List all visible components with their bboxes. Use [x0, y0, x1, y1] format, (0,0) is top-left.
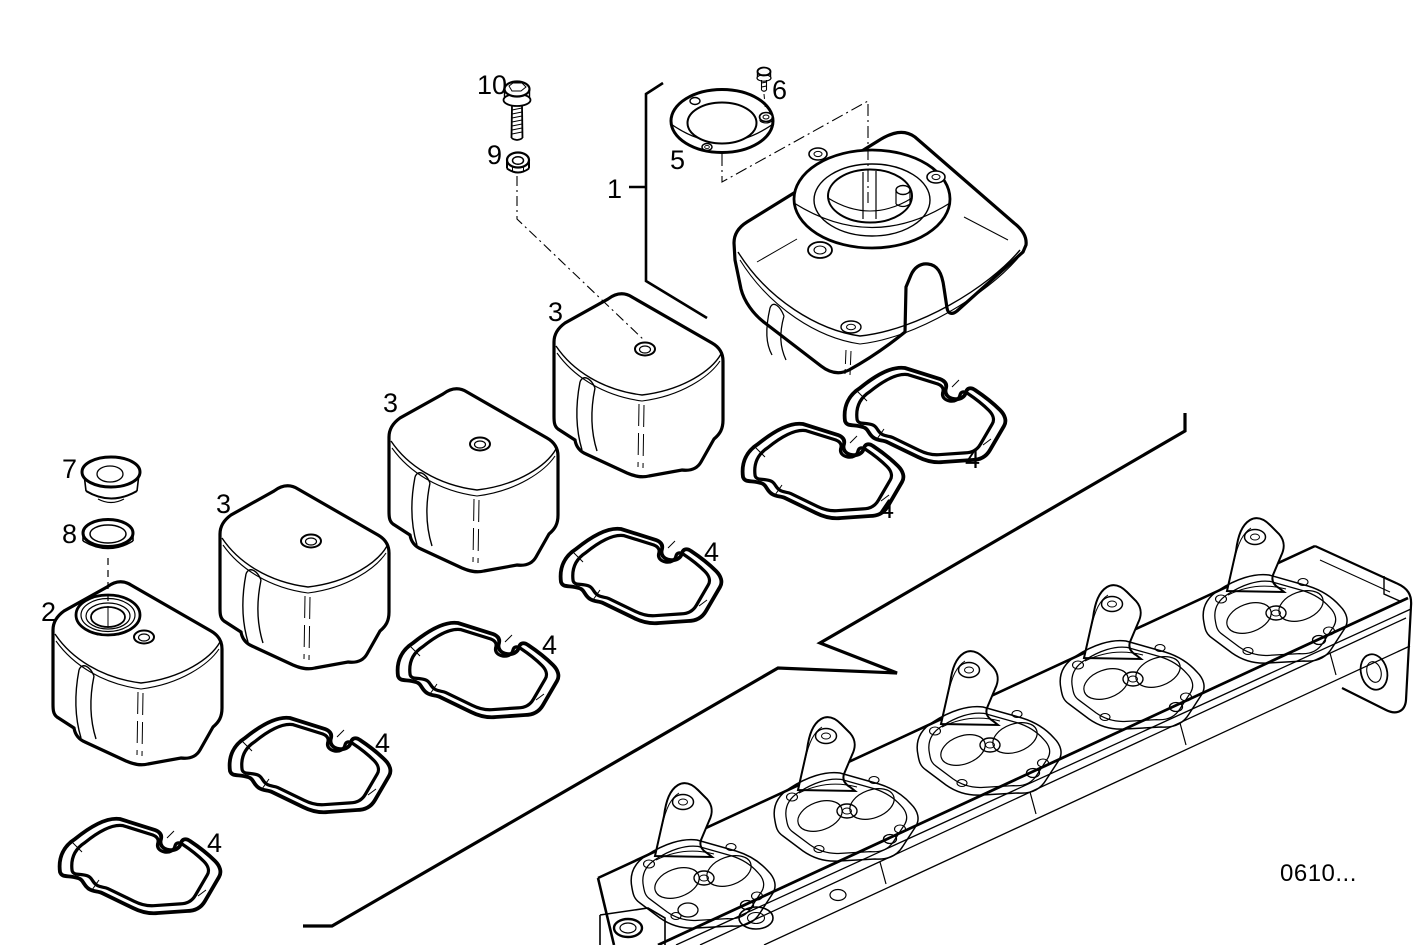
callout-2: 2 — [41, 597, 56, 627]
callout-9: 9 — [487, 140, 502, 170]
screw-6 — [756, 66, 774, 124]
seal-ring-5 — [669, 88, 775, 154]
callout-4-e: 4 — [375, 728, 390, 758]
callout-10: 10 — [477, 70, 507, 100]
gasket-4-c — [561, 529, 722, 624]
main-cover-1 — [732, 130, 1028, 376]
callout-1-bracket — [629, 81, 708, 320]
centerline-5-to-flange — [721, 100, 869, 203]
section-pointer-line — [303, 413, 1187, 928]
seal-ring-8 — [81, 518, 135, 550]
callout-4-c: 4 — [704, 537, 719, 567]
callout-5: 5 — [670, 145, 685, 175]
cap-7 — [80, 455, 142, 504]
centerline-9-to-cover — [516, 176, 646, 342]
callout-4-d: 4 — [542, 630, 557, 660]
drawing-code: 0610... — [1280, 860, 1357, 887]
gasket-4-f — [60, 819, 221, 914]
gasket-4-d — [398, 623, 559, 718]
callout-4-a: 4 — [965, 444, 980, 474]
gasket-4-e — [230, 718, 391, 813]
rocker-cover-3-c — [218, 484, 391, 671]
callout-3-c: 3 — [216, 489, 231, 519]
callout-1: 1 — [607, 174, 622, 204]
callout-labels: 10 9 1 5 6 3 3 3 2 7 8 4 4 4 4 4 4 0610.… — [41, 70, 1357, 887]
callout-8: 8 — [62, 519, 77, 549]
callout-3-a: 3 — [548, 297, 563, 327]
cylinder-head-drawing — [596, 517, 1413, 945]
bolt-10 — [502, 80, 532, 141]
callout-3-b: 3 — [383, 388, 398, 418]
rocker-cover-3-a — [552, 292, 725, 479]
nut-9 — [505, 151, 531, 174]
rocker-cover-2 — [51, 580, 224, 767]
callout-6: 6 — [772, 75, 787, 105]
gasket-4-a — [845, 368, 1006, 463]
callout-4-f: 4 — [207, 828, 222, 858]
callout-7: 7 — [62, 454, 77, 484]
filler-flange — [792, 148, 952, 250]
callout-4-b: 4 — [879, 494, 894, 524]
rocker-cover-3-b — [387, 387, 560, 574]
